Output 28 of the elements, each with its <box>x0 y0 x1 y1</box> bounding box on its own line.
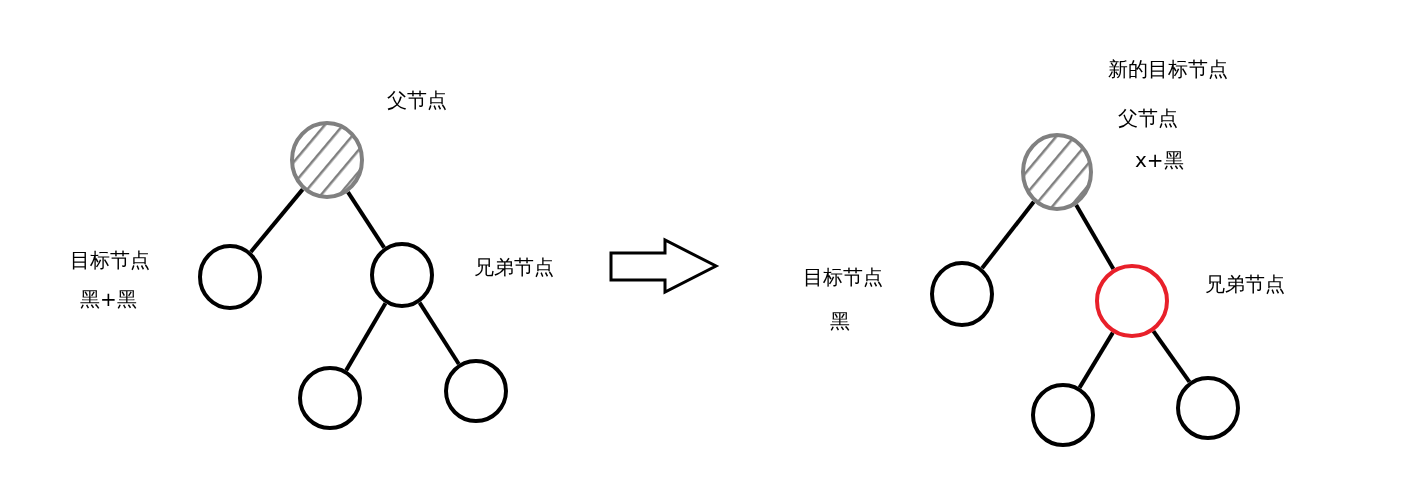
tree-node-circle <box>444 359 508 423</box>
node-caption: 父节点 <box>387 88 447 112</box>
tree-edge-line <box>346 191 386 249</box>
node-caption: 兄弟节点 <box>1205 272 1285 296</box>
tree-edge-line <box>249 188 305 254</box>
tree-node-circle <box>298 366 362 430</box>
node-caption: 黑+黑 <box>80 287 137 311</box>
node-caption: 黑 <box>830 309 850 333</box>
tree-node-circle <box>930 261 994 327</box>
tree-edge-line <box>1077 331 1115 389</box>
node-caption: 新的目标节点 <box>1108 57 1228 81</box>
tree-edge-line <box>1074 204 1116 270</box>
tree-node-circle <box>290 121 364 199</box>
tree-edge-line <box>1151 330 1192 384</box>
tree-edge-line <box>980 200 1036 270</box>
tree-node-circle <box>198 244 262 310</box>
tree-node-circle <box>1176 376 1240 440</box>
tree-edge-line <box>417 301 461 366</box>
node-caption: 父节点 <box>1118 106 1178 130</box>
node-caption: 目标节点 <box>803 265 883 289</box>
tree-edge-line <box>344 302 388 372</box>
node-caption: 目标节点 <box>70 248 150 272</box>
tree-node-circle <box>1021 133 1093 211</box>
tree-node-circle <box>1031 383 1095 447</box>
tree-node-circle <box>1095 264 1169 338</box>
node-caption: x+黑 <box>1135 148 1184 172</box>
node-caption: 兄弟节点 <box>474 255 554 279</box>
tree-node-circle <box>370 242 434 308</box>
